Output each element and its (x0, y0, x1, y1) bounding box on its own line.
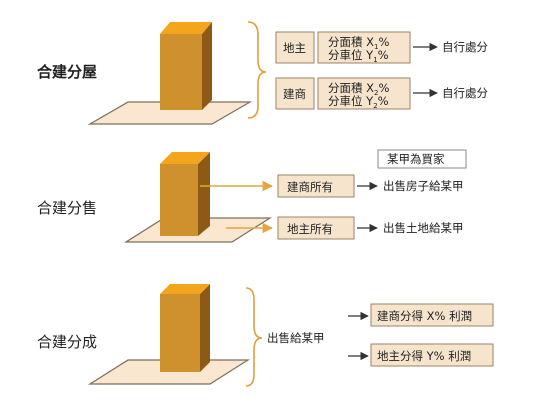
building-front (160, 34, 202, 110)
buyer-note-box (377, 149, 467, 169)
building-side (202, 22, 212, 110)
building-top (160, 152, 210, 164)
allocation-box (317, 77, 411, 110)
brace (245, 287, 263, 387)
building-illustration (87, 284, 251, 385)
allocation-line-parking: 分車位 Y1% (328, 48, 389, 64)
building-illustration (123, 152, 273, 243)
brace (247, 21, 267, 119)
allocation-box (317, 31, 411, 64)
section-split-sale: 合建分售 某甲為買家 建商所有 出售房子給某甲 地主所有 出售土地給某甲 (37, 149, 467, 243)
share-label: 地主分得 Y% 利潤 (377, 349, 471, 363)
owner-label: 地主所有 (287, 222, 333, 236)
building-illustration (87, 22, 253, 125)
allocation-line-area: 分面積 X1% (328, 35, 390, 51)
building-side (200, 284, 210, 372)
building-front (160, 164, 198, 236)
building-side (198, 152, 210, 236)
result-text: 出售土地給某甲 (383, 221, 464, 235)
row-developer: 建商 分面積 X2% 分車位 Y2% 自行處分 (275, 77, 488, 110)
row-landowner: 地主 分面積 X1% 分車位 Y1% 自行處分 (275, 31, 488, 64)
share-box-developer (370, 303, 494, 327)
allocation-line-parking: 分車位 Y2% (328, 94, 389, 110)
result-text: 自行處分 (442, 86, 488, 100)
middle-label: 出售給某甲 (267, 331, 325, 345)
building-top (160, 284, 210, 294)
section-profit-share: 合建分成 出售給某甲 建商分得 X% 利潤 地主分得 Y% 利潤 (37, 284, 494, 387)
building-top (160, 22, 212, 34)
result-text: 出售房子給某甲 (383, 179, 464, 193)
owner-box-developer (277, 174, 355, 198)
section-title-split-sale: 合建分售 (37, 199, 97, 217)
party-label: 地主 (283, 41, 306, 55)
section-title-profit-share: 合建分成 (37, 333, 97, 351)
allocation-line-area: 分面積 X2% (328, 81, 390, 97)
building-front (160, 294, 200, 372)
result-text: 自行處分 (442, 40, 488, 54)
party-box (275, 77, 315, 110)
share-box-landowner (370, 343, 494, 367)
share-label: 建商分得 X% 利潤 (377, 309, 472, 323)
owner-box-landowner (277, 216, 355, 240)
buyer-note: 某甲為買家 (387, 152, 445, 166)
party-label: 建商 (283, 87, 306, 101)
owner-label: 建商所有 (287, 180, 333, 194)
section-title-split-units: 合建分屋 (36, 63, 97, 81)
party-box (275, 31, 315, 64)
section-split-units: 合建分屋 地主 分面積 X1% 分車位 Y1% 自行處分 建商 分面積 X2% … (36, 21, 488, 125)
